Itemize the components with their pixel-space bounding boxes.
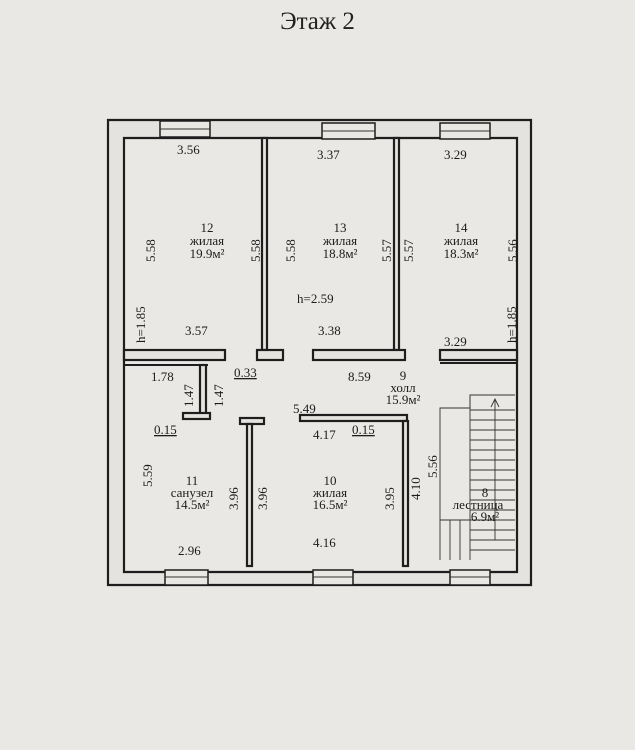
room-number: 13 [334,220,347,235]
staircase [439,394,515,560]
room-number: 11 [186,473,199,488]
interior-walls [122,136,519,568]
room-type: лестница [453,497,504,512]
dim: 3.29 [444,334,467,349]
room-14-label: 14 жилая 18.3м² [443,220,479,261]
dim: 4.17 [313,427,336,442]
dim: 5.59 [140,464,155,487]
room-number: 12 [201,220,214,235]
dim: 5.58 [248,239,263,262]
room-type: жилая [443,233,478,248]
dim: 4.16 [313,535,336,550]
dim: 3.96 [226,487,241,510]
dim: 5.56 [425,455,440,478]
room-8-label: 8 лестница 6.9м² [453,485,504,524]
room-area: 16.5м² [313,497,348,512]
dim: 4.10 [408,477,423,500]
dim: 8.59 [348,369,371,384]
room-area: 14.5м² [175,497,210,512]
dim: 1.47 [181,384,196,407]
dim: 3.57 [185,323,208,338]
dim: h=1.85 [133,306,148,343]
dim: 5.57 [401,239,416,262]
dim: 5.58 [143,239,158,262]
dim: 3.38 [318,323,341,338]
dim: 5.49 [293,401,316,416]
dim: 2.96 [178,543,201,558]
dimensions: 3.56 3.37 3.29 3.57 3.38 3.29 5.58 5.58 … [133,142,520,558]
ceiling-height: h=2.59 [297,291,334,306]
room-10-label: 10 жилая 16.5м² [312,473,348,512]
outer-walls [106,118,533,587]
dim: h=1.85 [504,306,519,343]
floor-title: Этаж 2 [280,8,355,35]
dim: 3.95 [382,487,397,510]
room-12-label: 12 жилая 19.9м² [189,220,225,261]
dim: 5.58 [283,239,298,262]
dim: 0.33 [234,365,257,380]
room-number: 14 [455,220,469,235]
dim: 0.15 [352,422,375,437]
dim: 5.56 [505,239,520,262]
room-type: жилая [189,233,224,248]
room-11-label: 11 санузел 14.5м² [171,473,214,512]
room-number: 10 [324,473,337,488]
room-number: 9 [400,368,407,383]
dim: 0.15 [154,422,177,437]
room-type: холл [390,380,416,395]
dim: 3.56 [177,142,200,157]
dim: 1.78 [151,369,174,384]
room-area: 18.3м² [444,246,479,261]
room-area: 19.9м² [190,246,225,261]
dim: 5.57 [379,239,394,262]
room-area: 15.9м² [386,392,421,407]
dim: 3.96 [255,487,270,510]
room-type: жилая [312,485,347,500]
room-area: 6.9м² [471,509,499,524]
windows [159,120,491,586]
room-type: санузел [171,485,214,500]
dim: 1.47 [211,384,226,407]
room-area: 18.8м² [323,246,358,261]
room-number: 8 [482,485,489,500]
room-type: жилая [322,233,357,248]
room-13-label: 13 жилая 18.8м² [322,220,358,261]
dim: 3.29 [444,147,467,162]
dim: 3.37 [317,147,340,162]
room-9-label: 9 холл 15.9м² [386,368,421,407]
